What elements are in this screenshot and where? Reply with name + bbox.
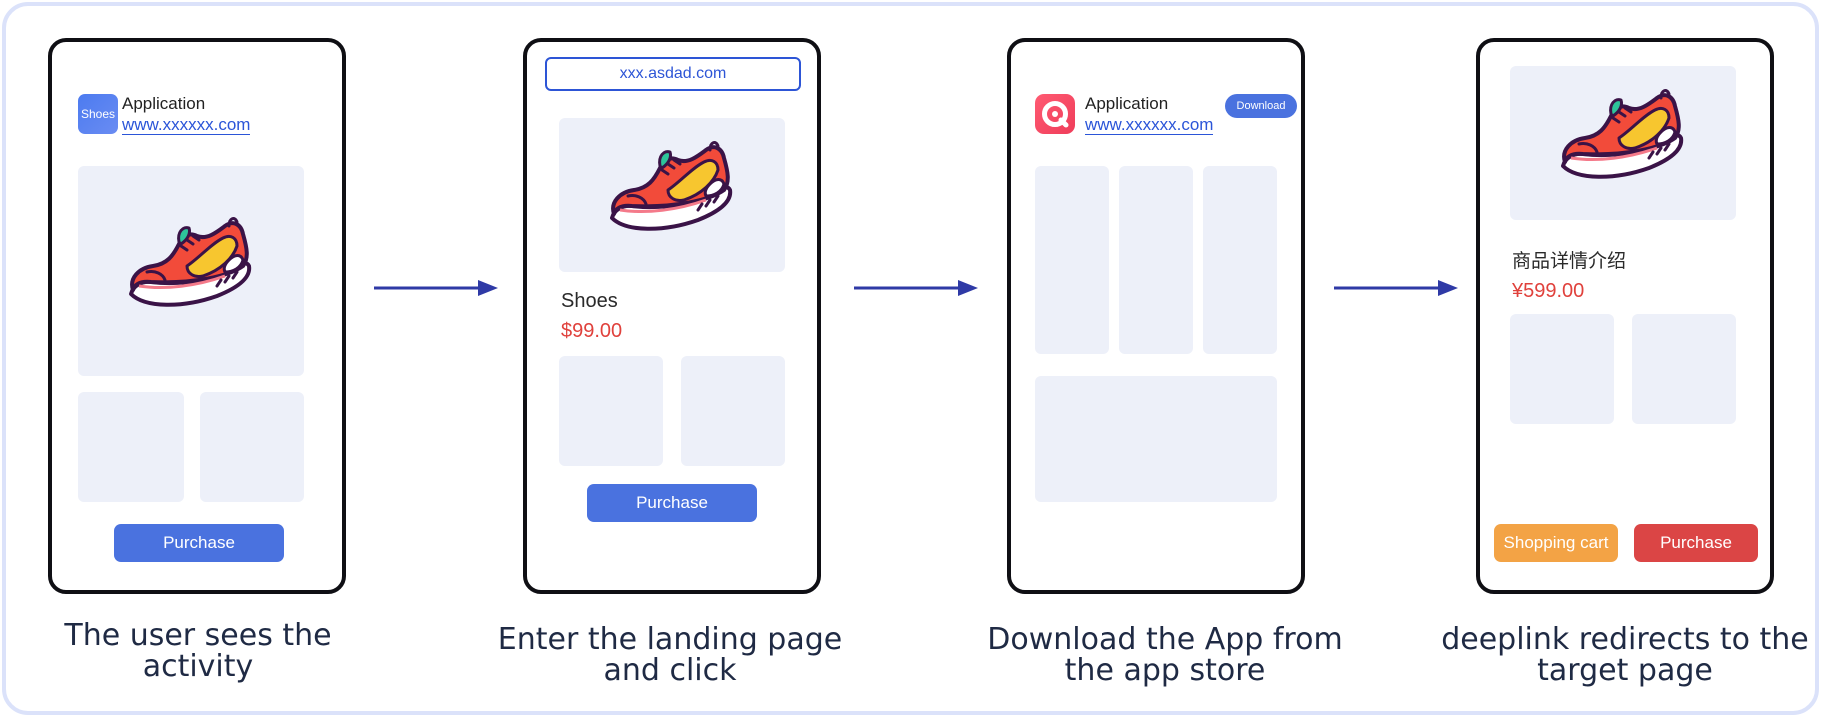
placeholder-card	[559, 356, 663, 466]
step-1-caption: The user sees the activity	[64, 618, 332, 684]
arrow-right-icon	[1334, 280, 1458, 296]
step-4-caption: deeplink redirects to the target page	[1441, 622, 1809, 688]
product-image-card	[1510, 66, 1736, 220]
product-image-card	[78, 166, 304, 376]
url-bar[interactable]: xxx.asdad.com	[545, 57, 801, 91]
placeholder-card	[200, 392, 304, 502]
app-icon-label: Shoes	[80, 107, 116, 121]
app-title: Application	[122, 94, 206, 113]
placeholder-card	[1510, 314, 1614, 424]
sneaker-icon	[1561, 88, 1684, 179]
placeholder-banner	[1035, 376, 1277, 502]
product-name: Shoes	[561, 290, 618, 312]
shopping-cart-button[interactable]: Shopping cart	[1494, 524, 1618, 562]
placeholder-card	[1035, 166, 1109, 354]
app-url-link[interactable]: www.xxxxxx.com	[122, 115, 251, 135]
product-image-card	[559, 118, 785, 272]
phone-step-2: xxx.asdad.com Shoes $99.00 Purchase	[523, 38, 821, 594]
placeholder-card	[1203, 166, 1277, 354]
placeholder-card	[1119, 166, 1193, 354]
app-title: Application	[1085, 94, 1169, 113]
sneaker-icon	[610, 140, 733, 231]
purchase-button[interactable]: Purchase	[1634, 524, 1758, 562]
placeholder-card	[78, 392, 184, 502]
app-url-link[interactable]: www.xxxxxx.com	[1085, 115, 1214, 135]
placeholder-card	[1632, 314, 1736, 424]
arrow-right-icon	[374, 280, 498, 296]
phone-step-3: Application www.xxxxxx.com Download	[1007, 38, 1305, 594]
product-price: ¥599.00	[1512, 280, 1585, 302]
shoes-app-icon: Shoes	[78, 94, 118, 134]
step-2-caption: Enter the landing page and click	[497, 622, 843, 688]
app-logo-q-icon	[1035, 94, 1075, 134]
placeholder-card	[681, 356, 785, 466]
step-3-caption: Download the App from the app store	[987, 622, 1343, 688]
download-button[interactable]: Download	[1225, 94, 1297, 118]
product-price: $99.00	[561, 320, 623, 342]
phone-step-1: Shoes Application www.xxxxxx.com Purchas…	[48, 38, 346, 594]
purchase-button[interactable]: Purchase	[114, 524, 284, 562]
sneaker-icon	[129, 216, 252, 307]
arrow-right-icon	[854, 280, 978, 296]
purchase-button[interactable]: Purchase	[587, 484, 757, 522]
phone-step-4: 商品详情介绍 ¥599.00 Shopping cart Purchase	[1476, 38, 1774, 594]
product-detail-title: 商品详情介绍	[1512, 250, 1627, 272]
